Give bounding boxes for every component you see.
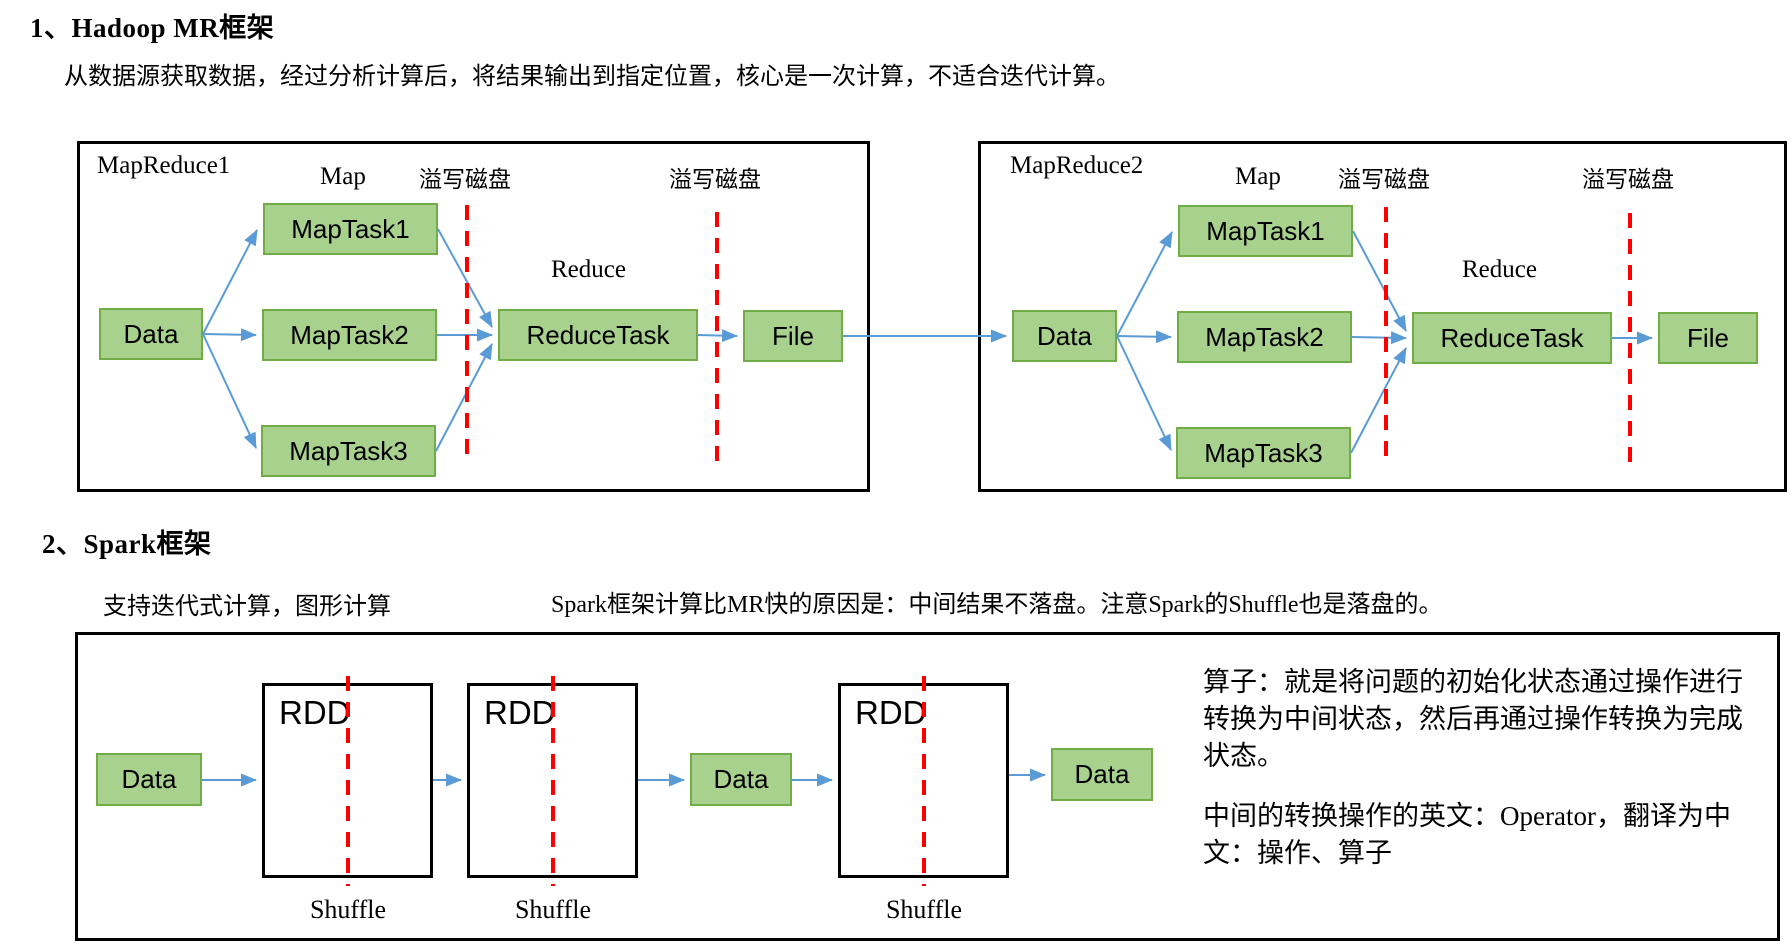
- spark-data-node-2: Data: [690, 753, 792, 806]
- mr1-reducetask-node: ReduceTask: [498, 309, 698, 361]
- mapreduce1-map-label: Map: [320, 163, 366, 190]
- spark-shuffle-label-2: Shuffle: [514, 895, 592, 924]
- mr1-maptask2-node: MapTask2: [262, 309, 437, 361]
- spark-annotation-para1: 算子：就是将问题的初始化状态通过操作进行转换为中间状态，然后再通过操作转换为完成…: [1203, 667, 1743, 771]
- mapreduce2-label: MapReduce2: [1010, 152, 1144, 179]
- mapreduce2-reduce-label: Reduce: [1462, 256, 1537, 283]
- section2-title: 2、Spark框架: [42, 529, 212, 559]
- spark-shuffle-label-1: Shuffle: [309, 895, 387, 924]
- mapreduce1-spill-label-1: 溢写磁盘: [419, 167, 511, 192]
- section2-note-left: 支持迭代式计算，图形计算: [103, 594, 391, 620]
- mr2-maptask1-node: MapTask1: [1178, 205, 1353, 257]
- mapreduce2-spill-label-1: 溢写磁盘: [1338, 167, 1430, 192]
- spark-rdd-box-2: RDD: [467, 683, 638, 878]
- spark-annotation-para2: 中间的转换操作的英文：Operator，翻译为中文：操作、算子: [1203, 801, 1731, 868]
- spark-rdd-label-2: RDD: [484, 694, 556, 731]
- mapreduce1-label: MapReduce1: [97, 152, 231, 179]
- mapreduce1-spill-label-2: 溢写磁盘: [669, 167, 761, 192]
- mr1-maptask3-node: MapTask3: [261, 425, 436, 477]
- spark-frame: [75, 632, 1780, 941]
- mapreduce2-spill-label-2: 溢写磁盘: [1582, 167, 1674, 192]
- mr1-file-node: File: [743, 310, 843, 362]
- mr2-data-node: Data: [1012, 310, 1117, 362]
- spark-rdd-box-1: RDD: [262, 683, 433, 878]
- spark-shuffle-label-3: Shuffle: [885, 895, 963, 924]
- mr2-file-node: File: [1658, 312, 1758, 364]
- spark-rdd-box-3: RDD: [838, 683, 1009, 878]
- mr2-maptask3-node: MapTask3: [1176, 427, 1351, 479]
- spark-data-node-3: Data: [1051, 748, 1153, 801]
- mr2-reducetask-node: ReduceTask: [1412, 312, 1612, 364]
- section2-note-right: Spark框架计算比MR快的原因是：中间结果不落盘。注意Spark的Shuffl…: [551, 592, 1443, 618]
- mapreduce1-reduce-label: Reduce: [551, 256, 626, 283]
- mapreduce2-frame: [978, 141, 1787, 492]
- mapreduce1-frame: [77, 141, 870, 492]
- spark-data-node-1: Data: [96, 753, 202, 806]
- section1-title: 1、Hadoop MR框架: [30, 13, 275, 43]
- mapreduce2-map-label: Map: [1235, 163, 1281, 190]
- mr2-maptask2-node: MapTask2: [1177, 311, 1352, 363]
- section1-description: 从数据源获取数据，经过分析计算后，将结果输出到指定位置，核心是一次计算，不适合迭…: [64, 64, 1120, 90]
- spark-rdd-label-3: RDD: [855, 694, 927, 731]
- mr1-maptask1-node: MapTask1: [263, 203, 438, 255]
- spark-rdd-label-1: RDD: [279, 694, 351, 731]
- mr1-data-node: Data: [99, 308, 203, 360]
